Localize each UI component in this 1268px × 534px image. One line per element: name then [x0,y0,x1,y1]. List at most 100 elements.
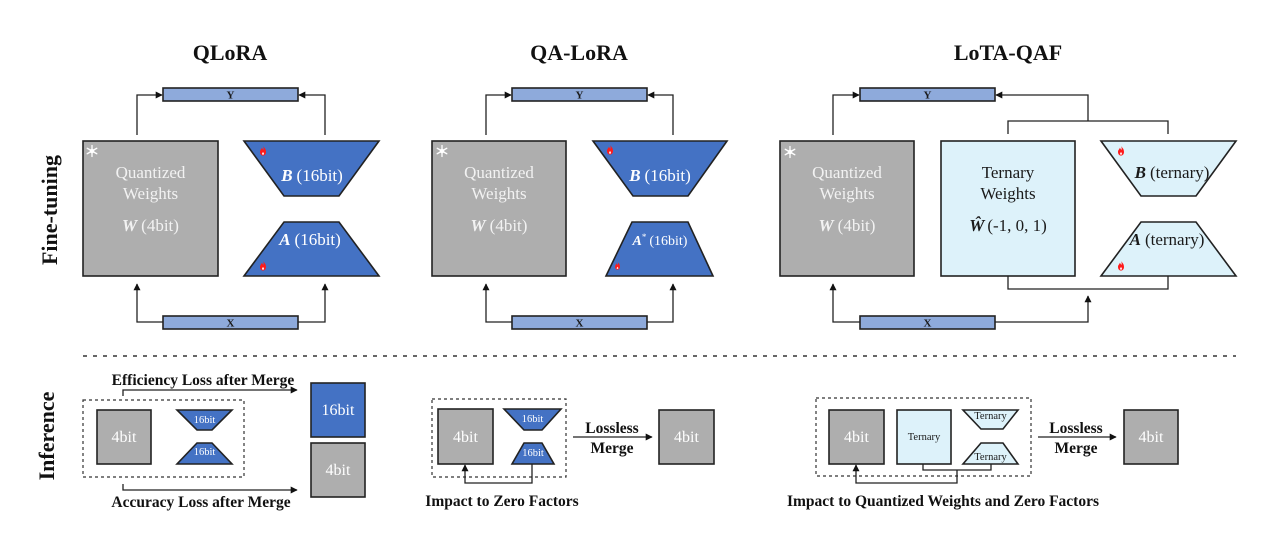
qlora-x-to-w-arrow [133,283,163,323]
lotaqaf-weights-and-zero-impact-arrow [852,464,958,484]
qlora-accuracy-arrow [122,484,298,494]
qalora-lora-a-star-block [604,221,715,277]
qalora-inference-group-box [431,398,567,478]
qlora-merged-16bit-label: 16bit [322,402,355,419]
qlora-lora-a-label: A(16bit) [278,230,341,249]
lotaqaf-merge-label-line2: Merge [1054,440,1097,457]
qalora-output-y-bar [511,87,648,102]
lotaqaf-inf-b-label: Ternary [974,411,1007,422]
lotaqaf-weights-spec: W(4bit) [819,216,876,235]
lotaqaf-ternary-branch-to-y-arrow [995,91,1089,121]
lotaqaf-inf-a-block [961,442,1020,465]
lotaqaf-w-to-y-arrow [832,91,860,135]
qlora-output-y-bar [162,87,299,102]
qlora-inf-a-block [175,442,234,465]
qalora-title: QA-LoRA [530,40,628,65]
lotaqaf-inf-a-label: Ternary [974,452,1007,463]
lotaqaf-weights-line1: Quantized [812,163,882,182]
qlora-merged-4bit-label: 4bit [326,462,351,479]
qalora-lora-a-star-label: A*(16bit) [632,232,688,249]
qalora-input-x-label: X [576,318,584,330]
qlora-inference-group-box [82,399,245,478]
lotaqaf-lora-b-label: B(ternary) [1134,163,1210,182]
qalora-lora-b-label: B(16bit) [628,166,691,185]
lotaqaf-input-x-label: X [924,318,932,330]
qlora-input-x-label: X [227,318,235,330]
qalora-output-y-label: Y [576,90,584,102]
qlora-x-to-a-arrow [298,283,329,323]
qlora-lora-b-label: B(16bit) [280,166,343,185]
inference-row-label: Inference [34,391,59,480]
lotaqaf-ternary-spec: Ŵ(-1, 0, 1) [969,216,1047,235]
qlora-inf-b-block [175,409,234,431]
qlora-quantized-weights-block [82,140,219,277]
qlora-inf-base-block [96,409,152,465]
qlora-weights-line1: Quantized [116,163,186,182]
qalora-weights-spec: W(4bit) [471,216,528,235]
finetuning-row-label: Fine-tuning [37,155,62,265]
qlora-w-to-y-arrow [136,91,163,135]
qlora-b-to-y-arrow [298,91,326,135]
qalora-merged-label: 4bit [674,429,699,446]
qlora-merged-4bit-block [310,442,366,498]
lotaqaf-top-bracket [1007,120,1169,134]
lotaqaf-ternary-line1: Ternary [982,163,1035,182]
qalora-w-to-y-arrow [485,91,512,135]
qalora-merged-block [658,409,715,465]
qalora-inf-b-label: 16bit [522,414,544,425]
qalora-inf-b-block [502,408,563,431]
qalora-inf-a-label: 16bit [522,448,544,459]
qalora-finetuning-panel: QA-LoRA Y Quantized Weights W(4bit) B(16… [431,40,729,330]
qlora-inference-panel: Efficiency Loss after Merge 4bit 16bit 1… [82,372,366,511]
qalora-x-to-w-arrow [482,283,512,323]
lotaqaf-lora-b-block [1099,140,1238,197]
qlora-inf-b-label: 16bit [194,415,216,426]
qalora-inference-panel: 4bit 16bit 16bit Lossless Merge 4bit Imp… [425,398,715,510]
qlora-efficiency-arrow [122,386,298,396]
qlora-weights-line2: Weights [123,184,178,203]
qlora-output-y-label: Y [227,90,235,102]
qlora-lora-b-block [242,140,381,197]
lotaqaf-lora-a-block [1099,221,1238,277]
qlora-finetuning-panel: QLoRA Y Quantized Weights W(4bit) B(16bi… [82,40,381,330]
lotaqaf-lora-a-label: A(ternary) [1129,230,1205,249]
lotaqaf-title: LoTA-QAF [954,40,1062,65]
lotaqaf-x-to-w-arrow [829,283,860,323]
lotaqaf-merged-label: 4bit [1139,429,1164,446]
lotaqaf-inf-ternary-block [896,409,952,465]
lotaqaf-x-to-ternary-branch-arrow [995,295,1092,323]
lotaqaf-merge-label-line1: Lossless [1049,420,1102,437]
qalora-inf-base-block [437,408,494,465]
lotaqaf-finetuning-panel: LoTA-QAF Y Quantized Weights W(4bit) Ter… [779,40,1238,330]
qalora-weights-line2: Weights [471,184,526,203]
qalora-weights-line1: Quantized [464,163,534,182]
qalora-b-to-y-arrow [647,91,674,135]
lotaqaf-inf-b-block [961,409,1020,430]
qlora-merged-16bit-block [310,382,366,438]
lotaqaf-inference-group-box [815,397,1032,477]
qalora-merge-label-line2: Merge [590,440,633,457]
lotaqaf-inf-ternary-label: Ternary [908,432,941,443]
qlora-accuracy-loss-label: Accuracy Loss after Merge [111,494,290,511]
lotaqaf-output-y-bar [859,87,996,102]
qlora-efficiency-loss-label: Efficiency Loss after Merge [112,372,295,389]
lotaqaf-inf-base-label: 4bit [844,429,869,446]
qalora-lora-b-block [591,140,729,197]
lotaqaf-ternary-line2: Weights [980,184,1035,203]
qalora-merge-label-line1: Lossless [585,420,638,437]
qalora-inf-a-block [510,442,556,465]
lotaqaf-weights-line2: Weights [819,184,874,203]
qalora-quantized-weights-block [431,140,567,277]
lotaqaf-bottom-bracket [1007,276,1169,290]
qalora-impact-caption: Impact to Zero Factors [425,493,578,510]
qalora-inf-base-label: 4bit [453,429,478,446]
lotaqaf-ternary-weights-block [940,140,1076,277]
qalora-x-to-a-arrow [647,283,677,323]
qlora-inf-a-label: 16bit [194,447,216,458]
lotaqaf-merged-block [1123,409,1179,465]
lotaqaf-inf-base-block [828,409,885,465]
qalora-zero-factor-impact-arrow [461,464,533,484]
qlora-weights-spec: W(4bit) [122,216,179,235]
lotaqaf-inference-panel: 4bit Ternary Ternary Ternary Lossless Me… [787,397,1179,510]
